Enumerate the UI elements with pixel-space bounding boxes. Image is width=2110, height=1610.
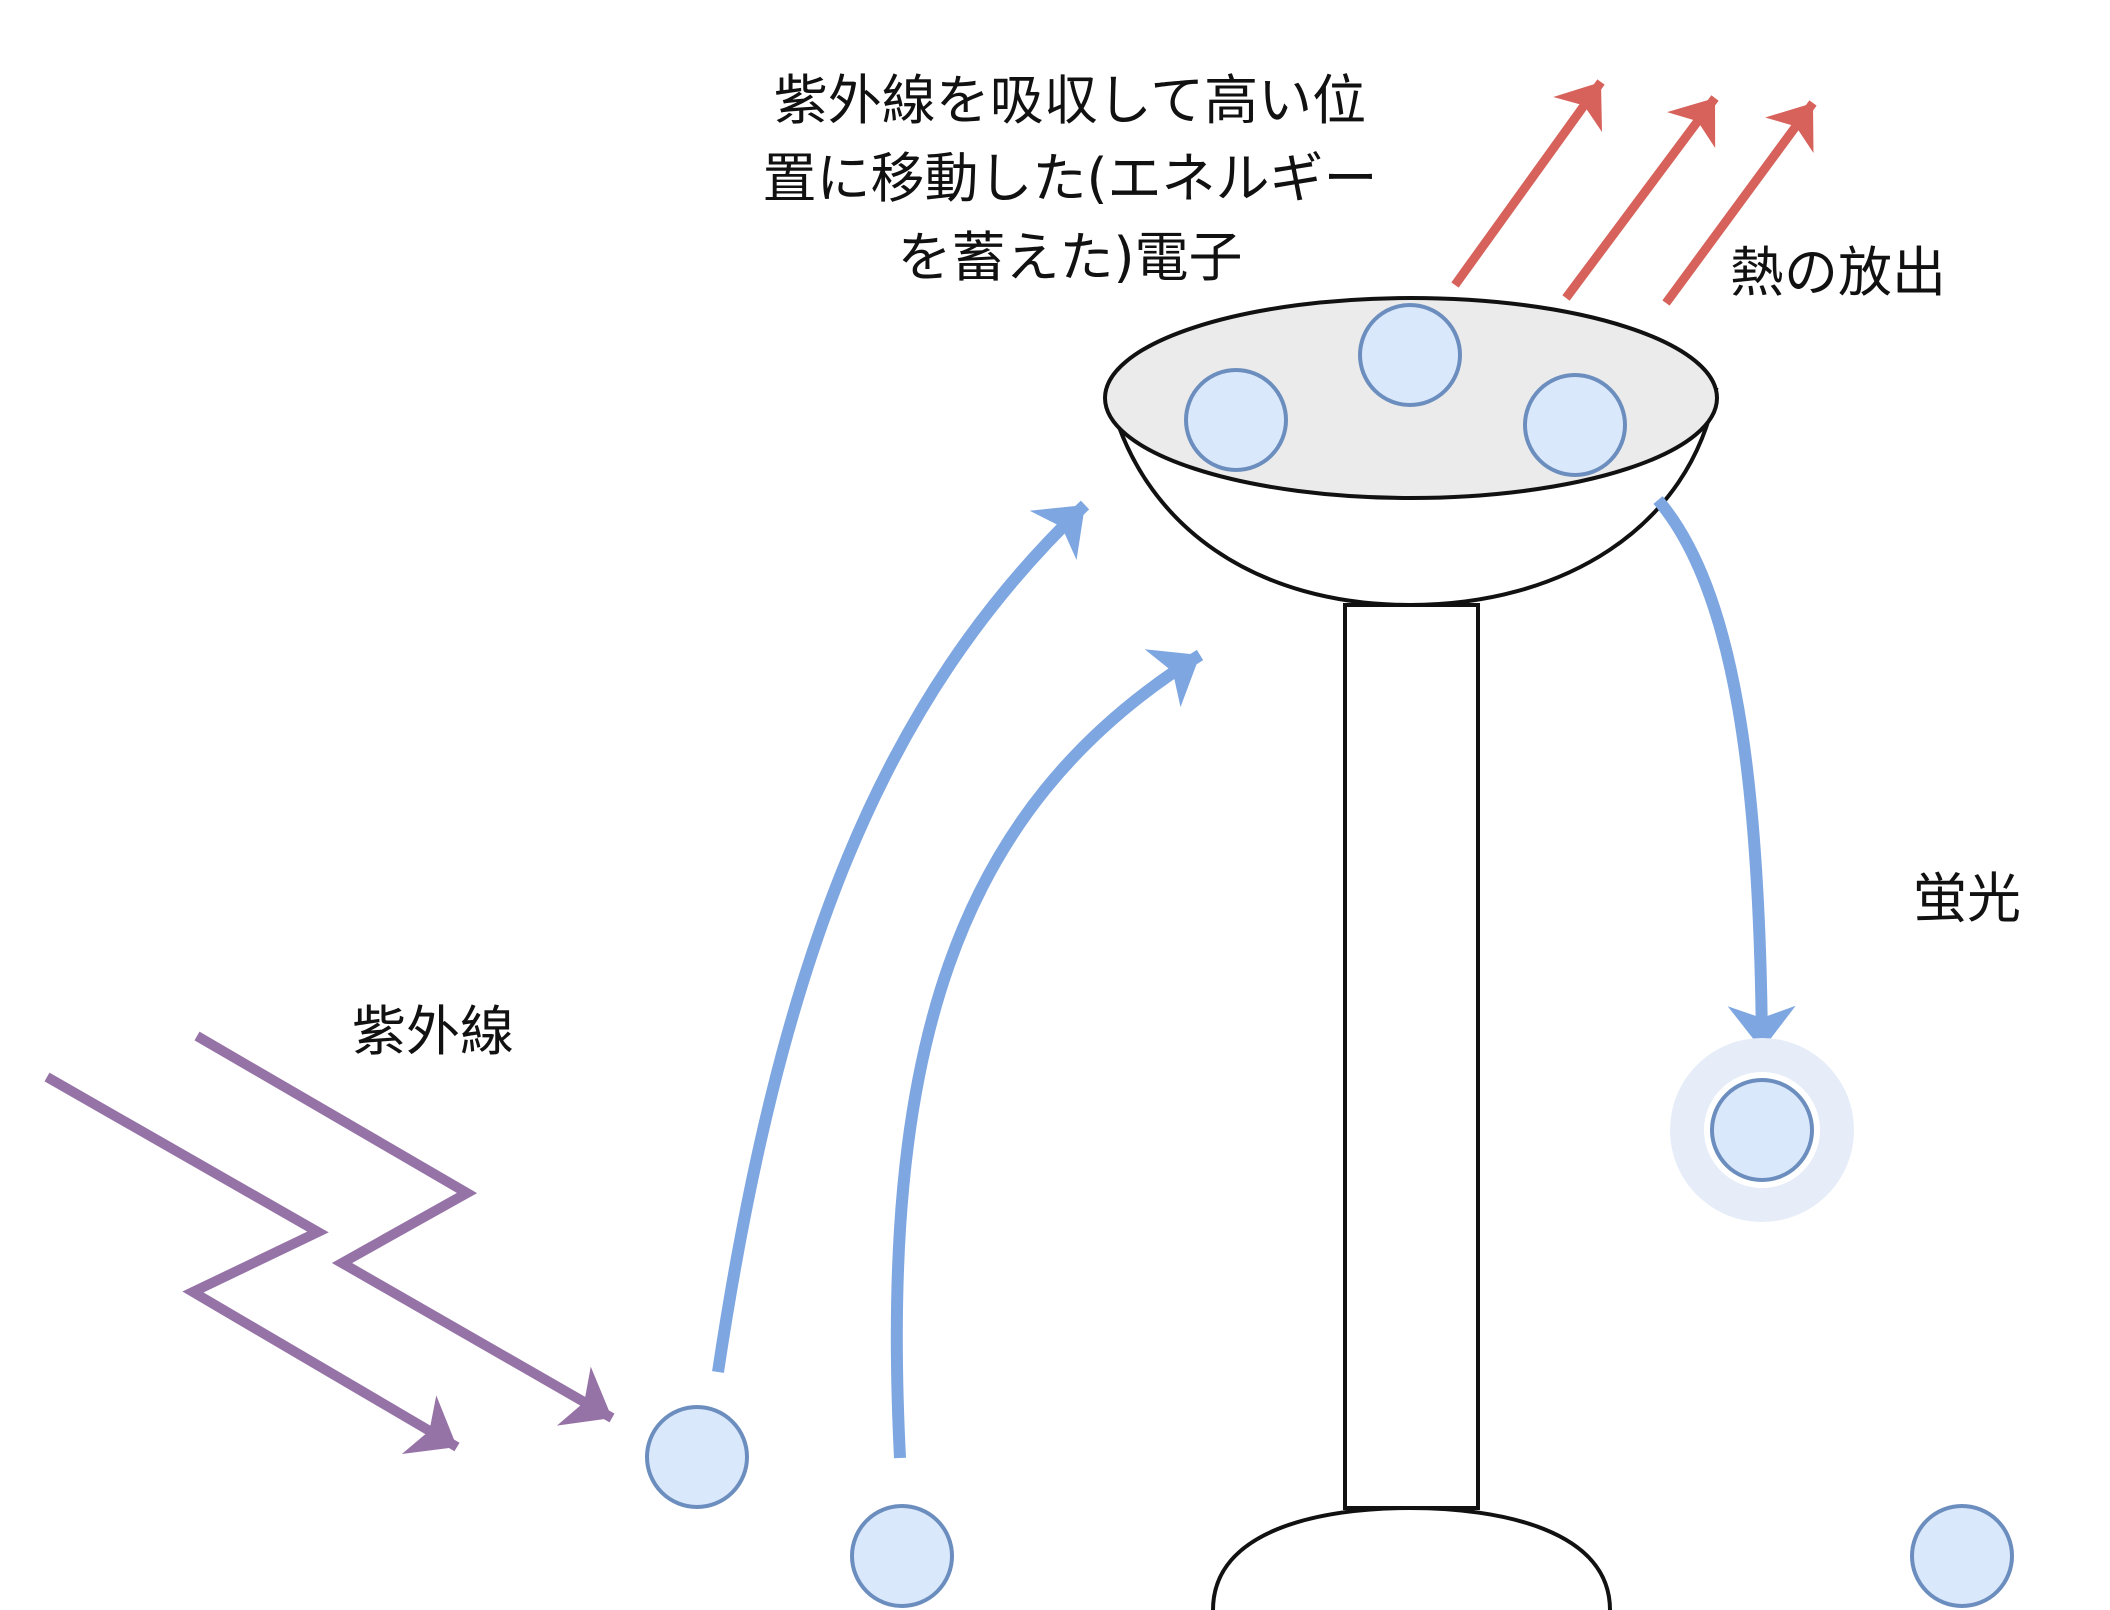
excitation-arrow-2 (890, 649, 1204, 1459)
excited-electrons-label: 紫外線を吸収して高い位 置に移動した(エネルギー を蓄えた)電子 (762, 69, 1378, 289)
electron-excited-2 (1358, 303, 1462, 407)
uv-arrow-1 (194, 1031, 615, 1426)
pedestal-base (1211, 1505, 1612, 1610)
heat-arrows (1451, 79, 1817, 306)
pedestal (1103, 296, 1719, 1610)
heat-arrow-2 (1562, 95, 1719, 301)
heat-arrow-1 (1451, 79, 1605, 288)
electron-ground-1 (645, 1405, 749, 1509)
uv-arrow-2 (44, 1072, 460, 1455)
electron-excited-3 (1523, 373, 1627, 477)
heat-arrow-3 (1662, 100, 1817, 306)
excitation-arrows (712, 496, 1796, 1459)
electron-fluorescent (1710, 1078, 1814, 1182)
heat-release-label: 熱の放出 (1730, 241, 1946, 304)
ground-electrons (645, 1038, 2014, 1608)
electron-excited-1 (1184, 368, 1288, 472)
excitation-arrow-1 (712, 500, 1090, 1373)
fluorescence-arrow (1653, 496, 1796, 1051)
pedestal-stem (1343, 603, 1480, 1510)
excited-electrons (1184, 303, 1627, 477)
electron-ground-3 (1910, 1504, 2014, 1608)
ultraviolet-arrows (44, 1031, 615, 1455)
electron-ground-2 (850, 1504, 954, 1608)
fluorescence-label: 蛍光 (1913, 867, 2021, 930)
ultraviolet-label: 紫外線 (352, 1000, 514, 1063)
